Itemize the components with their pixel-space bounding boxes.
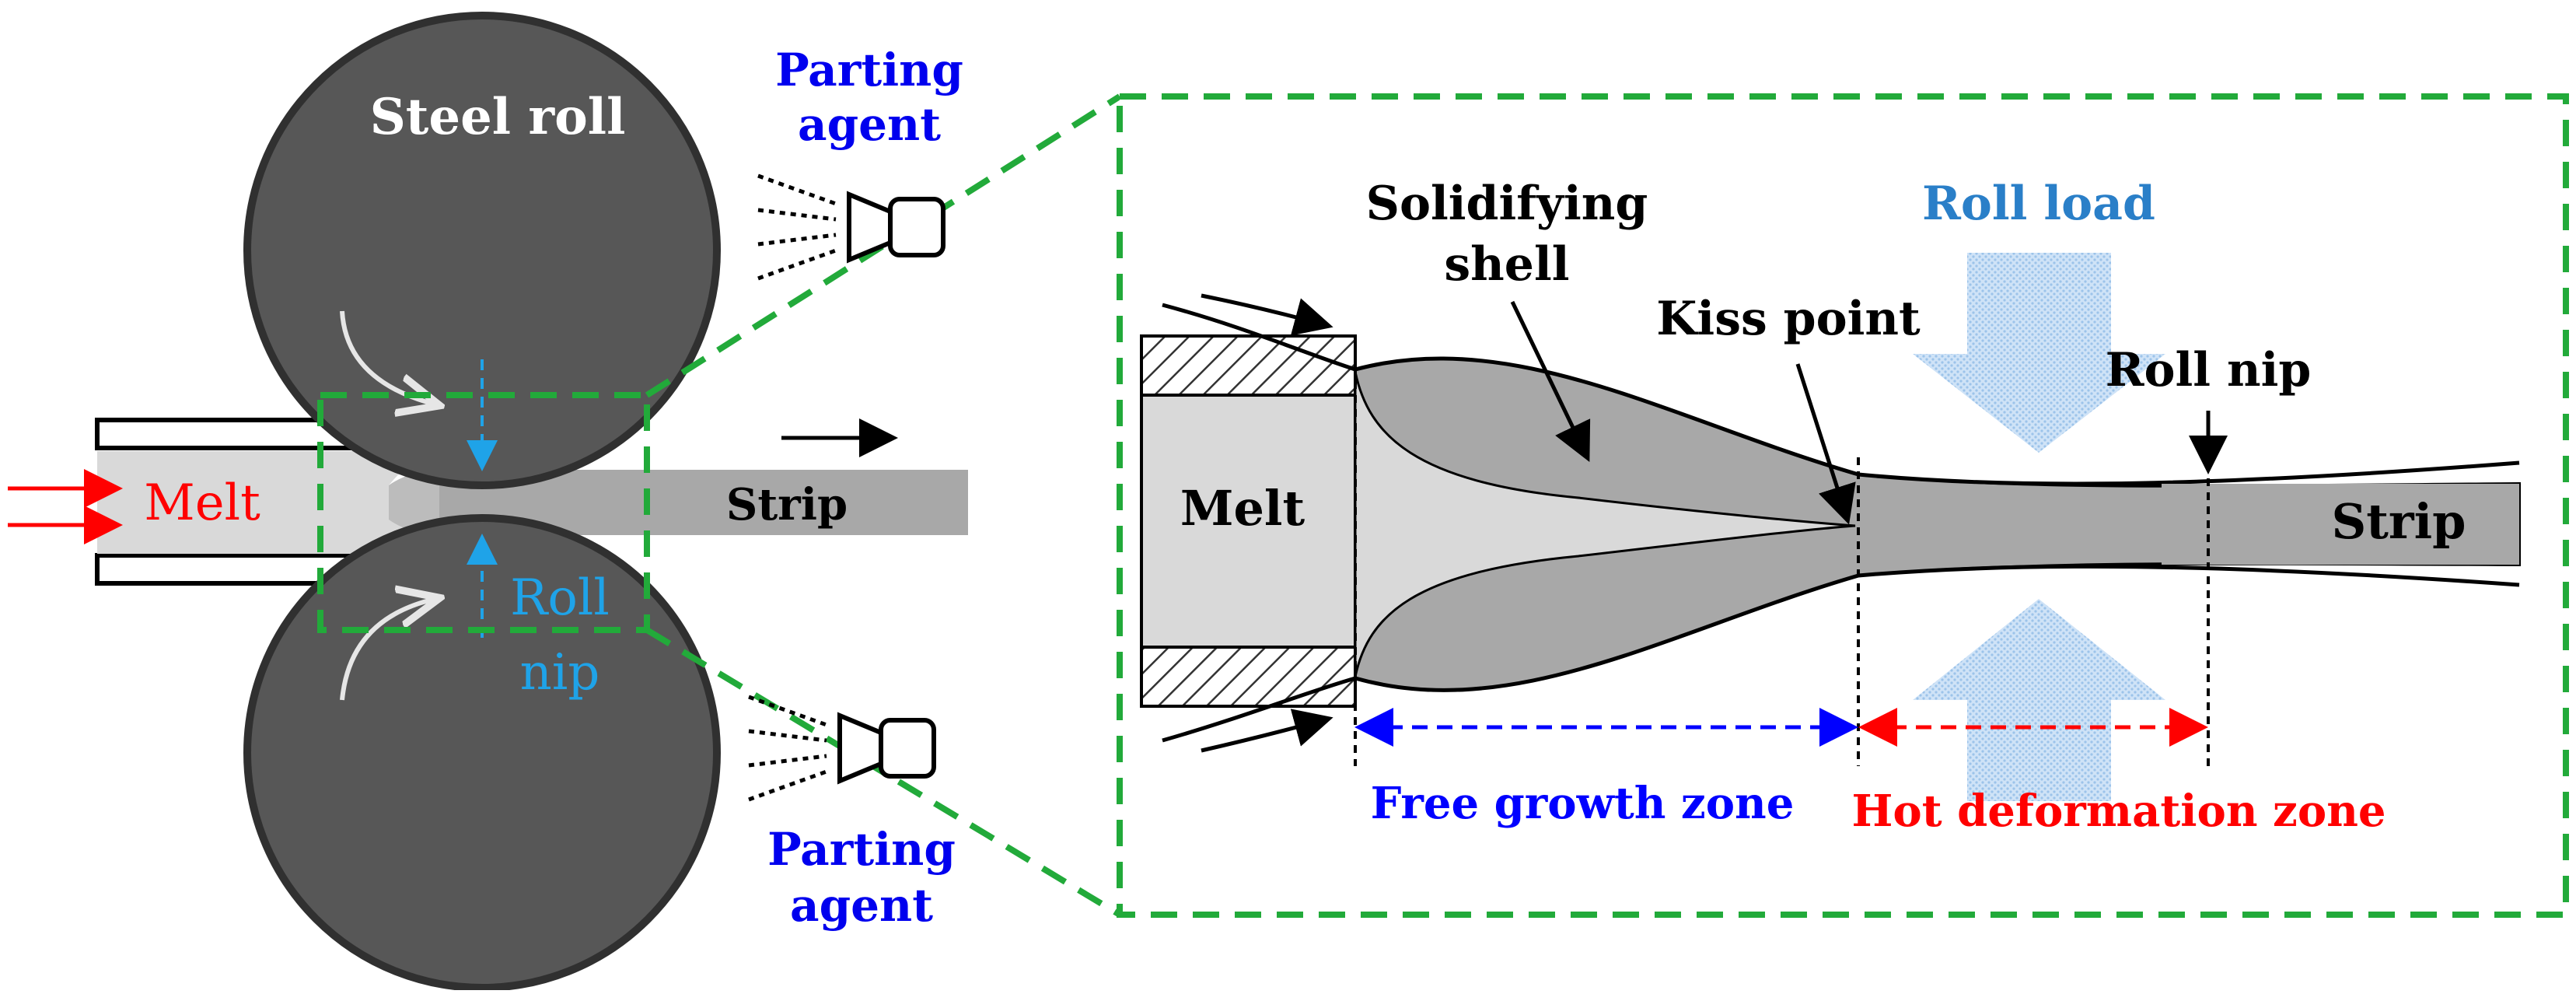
detail-panel: Solidifying shell Roll load Kiss point R… <box>1117 93 2569 918</box>
steel-roll-label: Steel roll <box>370 88 626 146</box>
hot-deformation-zone-label: Hot deformation zone <box>1851 786 2386 837</box>
solidifying-shell-label-2: shell <box>1444 237 1569 292</box>
strip-exit <box>2162 484 2519 565</box>
bottom-roll-surface-arrow <box>1201 709 1333 753</box>
strip-right-label: Strip <box>2332 493 2466 550</box>
roll-nip-right-label: Roll nip <box>2106 343 2312 397</box>
nozzle-refractory-bottom <box>1140 646 1357 708</box>
free-growth-zone-label: Free growth zone <box>1371 778 1795 829</box>
bottom-roll-surface <box>1162 564 2520 743</box>
roll-load-label: Roll load <box>1922 177 2155 231</box>
melt-pool <box>97 451 424 554</box>
kiss-point-pointer <box>1795 363 1856 525</box>
nozzle-refractory-top <box>1140 334 1357 397</box>
parting-agent-top-label-2: agent <box>798 98 941 151</box>
melt-left-label: Melt <box>144 474 260 532</box>
roll-nip-left-label-1: Roll <box>510 569 610 627</box>
kiss-point-label: Kiss point <box>1656 292 1921 346</box>
parting-agent-bottom-label-2: agent <box>790 879 933 932</box>
bottom-spray-nozzle-icon <box>748 695 936 802</box>
melt-region <box>1140 394 1357 649</box>
liquid-pool <box>1354 371 1856 677</box>
top-roll-surface-arrow <box>1201 293 1333 336</box>
roll-nip-left-label-2: nip <box>520 644 600 702</box>
solidifying-shell-label-1: Solidifying <box>1366 177 1648 231</box>
top-spray-nozzle-icon <box>757 173 945 281</box>
roll-load-arrow-down <box>1913 253 2165 453</box>
bottom-roll-rotation-arrow <box>340 599 435 701</box>
solidifying-shell-pointer <box>1510 300 1591 463</box>
zoom-line-top <box>645 93 1122 398</box>
parting-agent-bottom-label-1: Parting <box>767 823 956 876</box>
zoom-region-box <box>317 392 650 633</box>
overview-panel: Steel roll Parting agent Parting agent M… <box>8 12 1122 992</box>
bottom-steel-roll <box>243 514 721 992</box>
top-roll-surface <box>1162 303 2520 486</box>
strip-left-label: Strip <box>726 479 848 530</box>
strip-overview <box>389 470 968 535</box>
parting-agent-top-label-1: Parting <box>775 44 963 96</box>
roll-load-arrow-up <box>1913 599 2165 801</box>
melt-right-label: Melt <box>1180 480 1305 537</box>
